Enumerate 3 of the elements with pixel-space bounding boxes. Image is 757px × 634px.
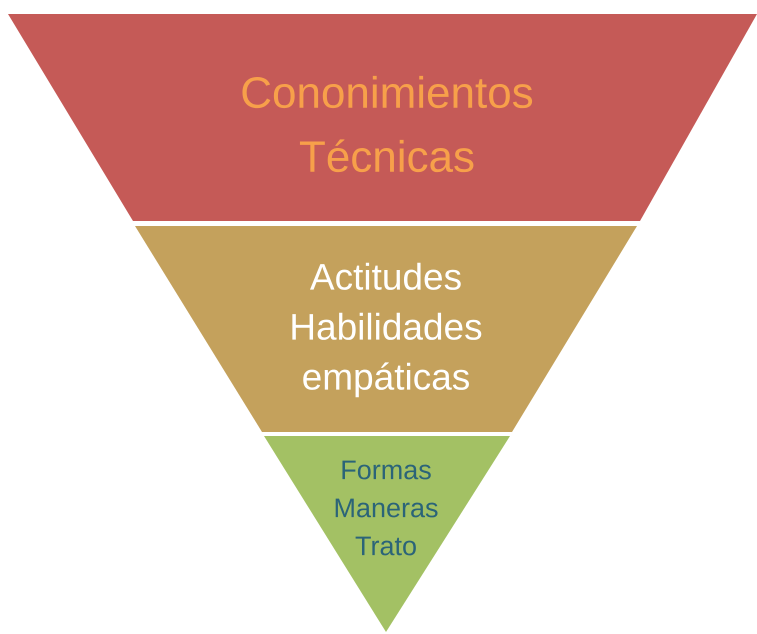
band: Formas Maneras Trato [264,436,510,632]
band: Actitudes Habilidades empáticas [135,226,637,432]
band: Cononimientos Técnicas [8,14,757,221]
